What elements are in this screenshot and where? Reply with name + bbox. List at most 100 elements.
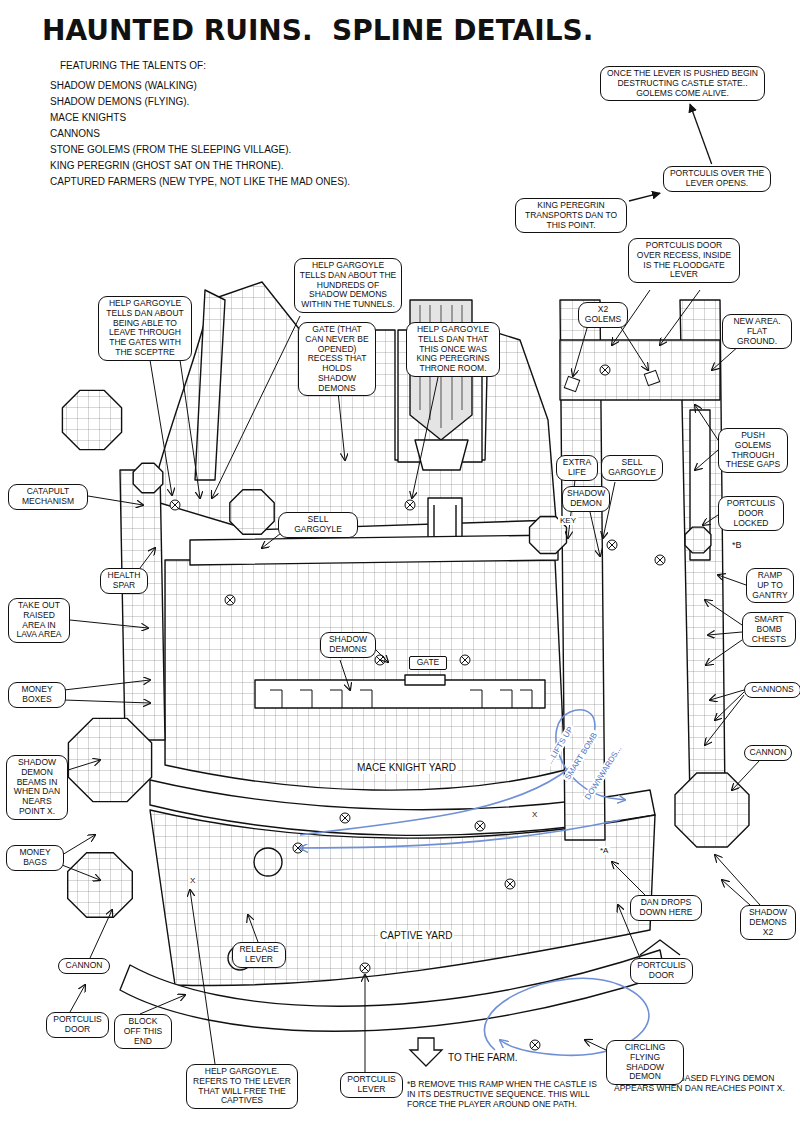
callout-text: CIRCLING FLYING SHADOW DEMON xyxy=(611,1043,679,1082)
callout-box: HELP GARGOYLE TELLS DAN ABOUT THE HUNDRE… xyxy=(294,258,402,313)
callout-text: HELP GARGOYLE. REFERS TO THE LEVER THAT … xyxy=(191,1067,293,1106)
callout-text: MONEY BAGS xyxy=(11,848,59,868)
flow-arrow xyxy=(690,104,712,164)
callout-text: SHADOW DEMONS xyxy=(325,635,371,655)
note-label: MACE KNIGHTS xyxy=(48,112,128,124)
callout-box: PORTCULIS LEVER xyxy=(340,1072,403,1098)
callout-box: SHADOW DEMONS xyxy=(320,632,376,658)
callout-text: RELEASE LEVER xyxy=(237,945,281,965)
callout-box: HELP GARGOYLE TELLS DAN ABOUT BEING ABLE… xyxy=(98,296,192,361)
callout-box: PORTCULIS DOOR LOCKED xyxy=(718,496,784,531)
callout-box: SHADOW DEMON xyxy=(562,486,610,512)
note-label: X xyxy=(188,876,197,885)
callout-text: SHADOW DEMON BEAMS IN WHEN DAN NEARS POI… xyxy=(11,758,63,817)
callout-text: GATE (THAT CAN NEVER BE OPENED) RECESS T… xyxy=(303,325,371,393)
callout-box: NEW AREA. FLAT GROUND. xyxy=(722,314,792,349)
page-title: HAUNTED RUINS. SPLINE DETAILS. xyxy=(42,14,593,47)
note-label: MACE KNIGHT YARD xyxy=(355,762,458,774)
note-label: CAPTIVE YARD xyxy=(378,930,454,942)
callout-box: CATAPULT MECHANISM xyxy=(8,484,88,510)
note-label: SHADOW DEMONS (FLYING). xyxy=(48,96,191,108)
callout-text: CATAPULT MECHANISM xyxy=(13,487,83,507)
callout-box: PORTCULIS OVER THE LEVER OPENS. xyxy=(663,166,771,192)
leader-lines xyxy=(62,290,760,1072)
callout-text: CANNON xyxy=(749,748,787,758)
callout-text: BLOCK OFF THIS END xyxy=(119,1017,167,1046)
callout-text: GATE xyxy=(413,658,443,668)
callout-box: PORTCULIS DOOR OVER RECESS, INSIDE IS TH… xyxy=(628,238,740,283)
castle-outline xyxy=(62,282,749,1031)
callout-box: RAMP UP TO GANTRY xyxy=(746,568,794,603)
callout-text: PUSH GOLEMS THROUGH THESE GAPS xyxy=(723,431,783,470)
flow-arrow xyxy=(629,193,660,201)
callout-box: TAKE OUT RAISED AREA IN LAVA AREA xyxy=(8,598,70,643)
callout-text: MONEY BOXES xyxy=(13,685,61,705)
callout-box: PORTCULIS DOOR xyxy=(630,958,693,984)
callout-box: GATE (THAT CAN NEVER BE OPENED) RECESS T… xyxy=(298,322,376,396)
note-label: FEATURING THE TALENTS OF: xyxy=(58,60,208,72)
callout-text: HELP GARGOYLE TELLS DAN THAT THIS ONCE W… xyxy=(411,325,495,374)
callout-text: RAMP UP TO GANTRY xyxy=(751,571,789,600)
callout-box: SHADOW DEMONS X2 xyxy=(740,905,796,940)
note-label: *A xyxy=(598,846,610,855)
callout-text: SHADOW DEMON xyxy=(567,489,605,509)
callout-box: SELL GARGOYLE xyxy=(601,455,663,481)
callout-text: SMART BOMB CHESTS xyxy=(747,615,791,644)
note-label: *B xyxy=(730,540,744,550)
flight-splines xyxy=(300,710,649,1056)
callout-text: SELL GARGOYLE xyxy=(283,515,353,535)
note-label: KEY xyxy=(558,516,578,525)
callout-box: MONEY BOXES xyxy=(8,682,66,708)
callout-box: HEALTH SPAR xyxy=(100,568,148,594)
callout-text: PORTCULIS DOOR LOCKED xyxy=(723,499,779,528)
callout-text: X2 GOLEMS xyxy=(583,305,623,325)
callout-box: PUSH GOLEMS THROUGH THESE GAPS xyxy=(718,428,788,473)
callout-text: SHADOW DEMONS X2 xyxy=(745,908,791,937)
callout-box: RELEASE LEVER xyxy=(232,942,286,968)
callout-text: TAKE OUT RAISED AREA IN LAVA AREA xyxy=(13,601,65,640)
callout-text: NEW AREA. FLAT GROUND. xyxy=(727,317,787,346)
callout-text: CANNON xyxy=(63,961,105,971)
callout-box: SELL GARGOYLE xyxy=(278,512,358,538)
callout-box: BLOCK OFF THIS END xyxy=(114,1014,172,1049)
callout-box: CANNON xyxy=(744,745,792,761)
callout-text: PORTCULIS DOOR OVER RECESS, INSIDE IS TH… xyxy=(633,241,735,280)
callout-text: PORTCULIS OVER THE LEVER OPENS. xyxy=(668,169,766,189)
note-label: KING PEREGRIN (GHOST SAT ON THE THRONE). xyxy=(48,160,286,172)
spawn-markers xyxy=(170,365,665,1050)
note-label: *B REMOVE THIS RAMP WHEN THE CASTLE IS I… xyxy=(405,1080,609,1109)
callout-text: DAN DROPS DOWN HERE xyxy=(635,898,697,918)
callout-box: KING PEREGRIN TRANSPORTS DAN TO THIS POI… xyxy=(515,198,627,233)
callout-box: SHADOW DEMON BEAMS IN WHEN DAN NEARS POI… xyxy=(6,755,68,820)
callout-text: PORTCULIS LEVER xyxy=(345,1075,398,1095)
callout-text: SELL GARGOYLE xyxy=(606,458,658,478)
callout-text: ONCE THE LEVER IS PUSHED BEGIN DESTRUCTI… xyxy=(605,69,760,98)
callout-text: PORTCULIS DOOR xyxy=(51,1015,104,1035)
callout-box: SMART BOMB CHESTS xyxy=(742,612,796,647)
callout-text: EXTRA LIFE xyxy=(561,458,593,478)
callout-text: PORTCULIS DOOR xyxy=(635,961,688,981)
callout-box: DAN DROPS DOWN HERE xyxy=(630,895,702,921)
callout-box: CANNONS xyxy=(744,682,800,698)
gate-box: GATE xyxy=(409,656,447,670)
note-label: SHADOW DEMONS (WALKING) xyxy=(48,80,199,92)
callout-box: CANNON xyxy=(58,958,110,974)
callout-box: EXTRA LIFE xyxy=(556,455,598,481)
note-label: CAPTURED FARMERS (NEW TYPE, NOT LIKE THE… xyxy=(48,176,352,188)
callout-box: MONEY BAGS xyxy=(6,845,64,871)
note-label: TO THE FARM. xyxy=(446,1052,520,1064)
callout-text: CANNONS xyxy=(749,685,796,695)
note-label: STONE GOLEMS (FROM THE SLEEPING VILLAGE)… xyxy=(48,144,293,156)
callout-box: ONCE THE LEVER IS PUSHED BEGIN DESTRUCTI… xyxy=(600,66,765,101)
callout-box: PORTCULIS DOOR xyxy=(46,1012,109,1038)
callout-text: HELP GARGOYLE TELLS DAN ABOUT THE HUNDRE… xyxy=(299,261,397,310)
callout-text: KING PEREGRIN TRANSPORTS DAN TO THIS POI… xyxy=(520,201,622,230)
note-label: X xyxy=(530,810,539,819)
callout-box: HELP GARGOYLE. REFERS TO THE LEVER THAT … xyxy=(186,1064,298,1109)
callout-box: X2 GOLEMS xyxy=(578,302,628,328)
callout-box: HELP GARGOYLE TELLS DAN THAT THIS ONCE W… xyxy=(406,322,500,377)
note-label: CANNONS xyxy=(48,128,102,140)
callout-box: CIRCLING FLYING SHADOW DEMON xyxy=(606,1040,684,1085)
exit-arrow xyxy=(410,1038,442,1066)
